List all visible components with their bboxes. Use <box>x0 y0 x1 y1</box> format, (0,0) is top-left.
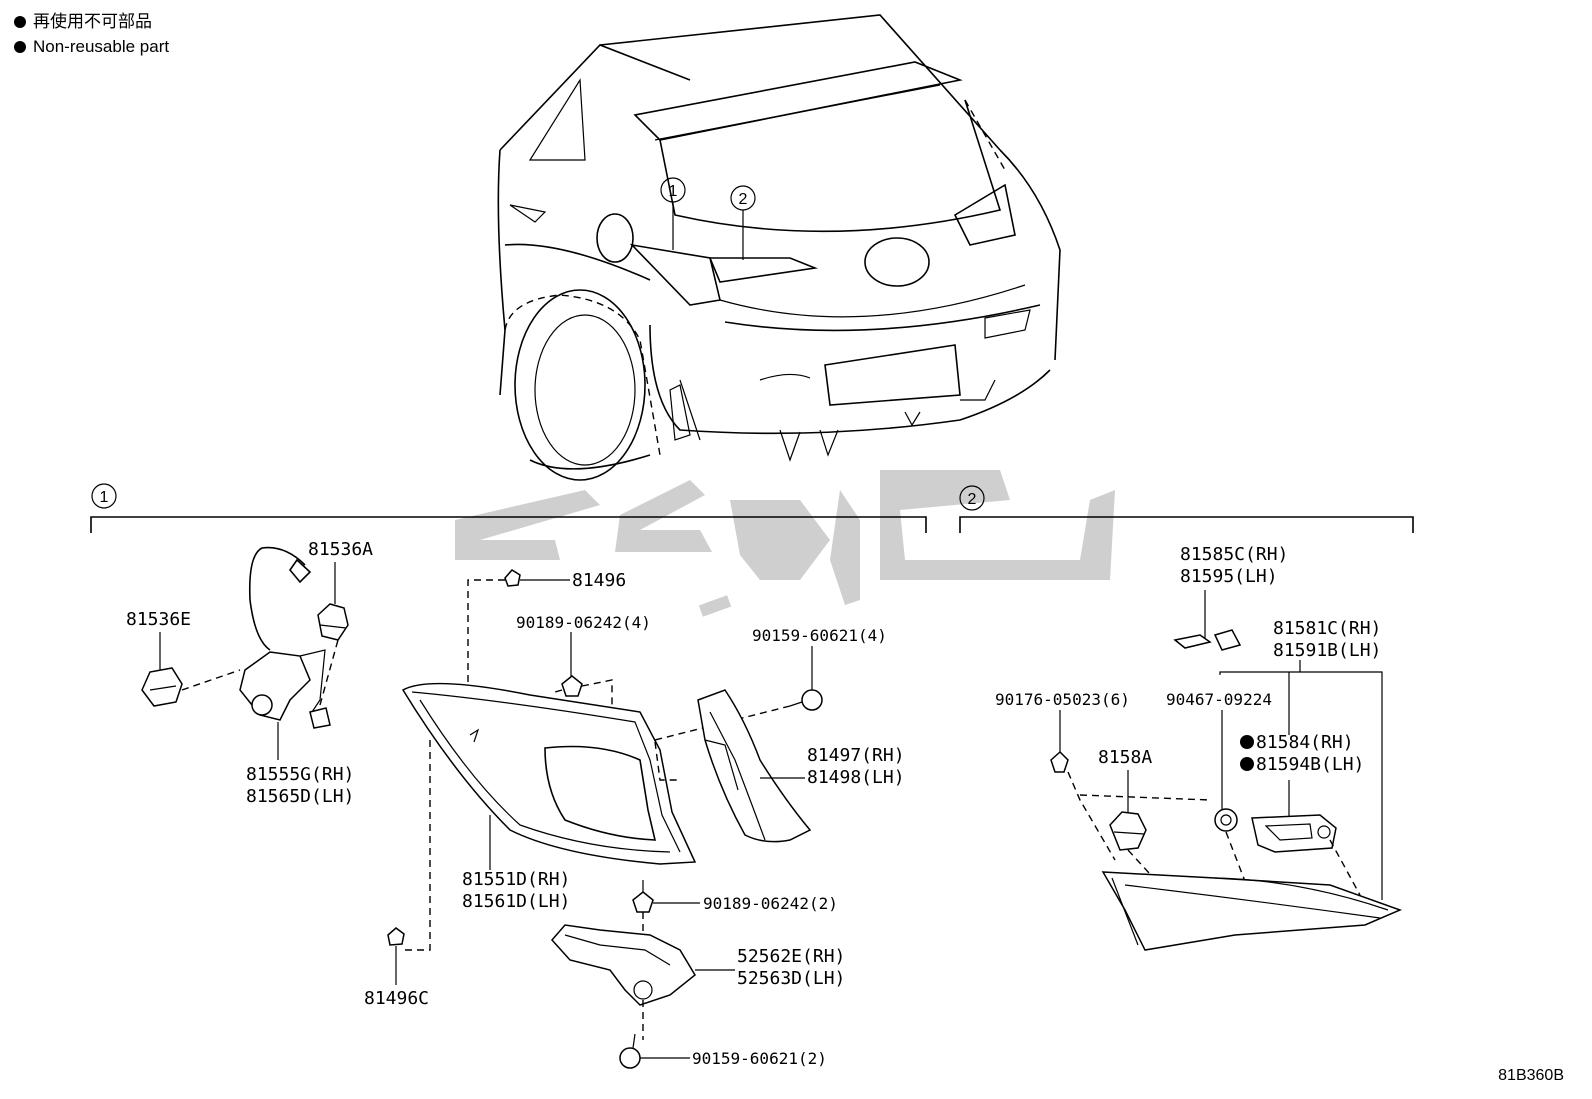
socket-81585C <box>1173 590 1242 651</box>
callout-2-label: 2 <box>739 191 748 208</box>
section-2-bracket: 2 <box>959 485 1414 533</box>
label-81496: 81496 <box>572 570 626 591</box>
section-1-label: 1 <box>100 489 109 506</box>
label-90159-60621-2: 90159-60621(2) <box>692 1049 827 1068</box>
screw-90189-4 <box>554 632 613 712</box>
gasket-81584 <box>1240 735 1337 853</box>
label-81565D: 81565D(LH) <box>246 786 354 807</box>
label-81497: 81497(RH) <box>807 745 905 766</box>
socket-81536E <box>141 632 241 707</box>
leader-81496C <box>400 740 431 951</box>
non-reusable-dot-icon <box>14 41 26 53</box>
section-2-label: 2 <box>968 491 977 508</box>
label-81498: 81498(LH) <box>807 767 905 788</box>
screw-90176 <box>1050 710 1211 861</box>
callout-2: 2 <box>730 185 756 260</box>
label-90176-05023: 90176-05023(6) <box>995 690 1130 709</box>
label-90189-06242-2: 90189-06242(2) <box>703 894 838 913</box>
label-81594B: 81594B(LH) <box>1256 754 1364 775</box>
car-rear-illustration <box>497 14 1061 481</box>
non-reusable-dot-icon <box>1240 735 1254 749</box>
inner-lamp-81581C <box>1101 839 1403 951</box>
bulb-8158A <box>1109 770 1161 886</box>
clip-81496C <box>387 927 405 985</box>
legend-non-reusable-jp: 再使用不可部品 <box>14 12 152 32</box>
label-81551D: 81551D(RH) <box>462 869 570 890</box>
watermark-logo <box>455 470 1115 617</box>
bracket-52562E <box>550 924 735 1040</box>
label-81561D: 81561D(LH) <box>462 891 570 912</box>
clip-81496 <box>467 569 570 720</box>
diagram-code: 81B360B <box>1498 1067 1564 1084</box>
label-81496C: 81496C <box>364 988 429 1009</box>
callout-1: 1 <box>660 177 686 250</box>
label-81536E: 81536E <box>126 609 191 630</box>
wire-harness-81555G <box>239 546 339 760</box>
legend-non-reusable-en: Non-reusable part <box>14 37 169 57</box>
section-1-bracket: 1 <box>90 483 927 533</box>
screw-90189-2 <box>632 880 700 940</box>
label-90467-09224: 90467-09224 <box>1166 690 1272 709</box>
callout-1-label: 1 <box>669 183 678 200</box>
cover-81497 <box>697 689 812 843</box>
bulb-81536A <box>317 562 349 641</box>
screw-90159-4 <box>654 646 823 741</box>
rear-lamp-81551D <box>401 682 697 870</box>
label-90189-06242-4: 90189-06242(4) <box>516 613 651 632</box>
label-81581C: 81581C(RH) <box>1273 618 1381 639</box>
screw-90159-2 <box>619 1033 690 1069</box>
label-81584: 81584(RH) <box>1256 732 1354 753</box>
label-81555G: 81555G(RH) <box>246 764 354 785</box>
label-52562E: 52562E(RH) <box>737 946 845 967</box>
label-52563D: 52563D(LH) <box>737 968 845 989</box>
label-8158A: 8158A <box>1098 747 1152 768</box>
non-reusable-dot-icon <box>14 16 26 28</box>
label-81591B: 81591B(LH) <box>1273 640 1381 661</box>
non-reusable-dot-icon <box>1240 757 1254 771</box>
label-81585C: 81585C(RH) <box>1180 544 1288 565</box>
label-81536A: 81536A <box>308 539 373 560</box>
bracket-81581C <box>1219 671 1383 900</box>
label-90159-60621-4: 90159-60621(4) <box>752 626 887 645</box>
label-81595: 81595(LH) <box>1180 566 1278 587</box>
